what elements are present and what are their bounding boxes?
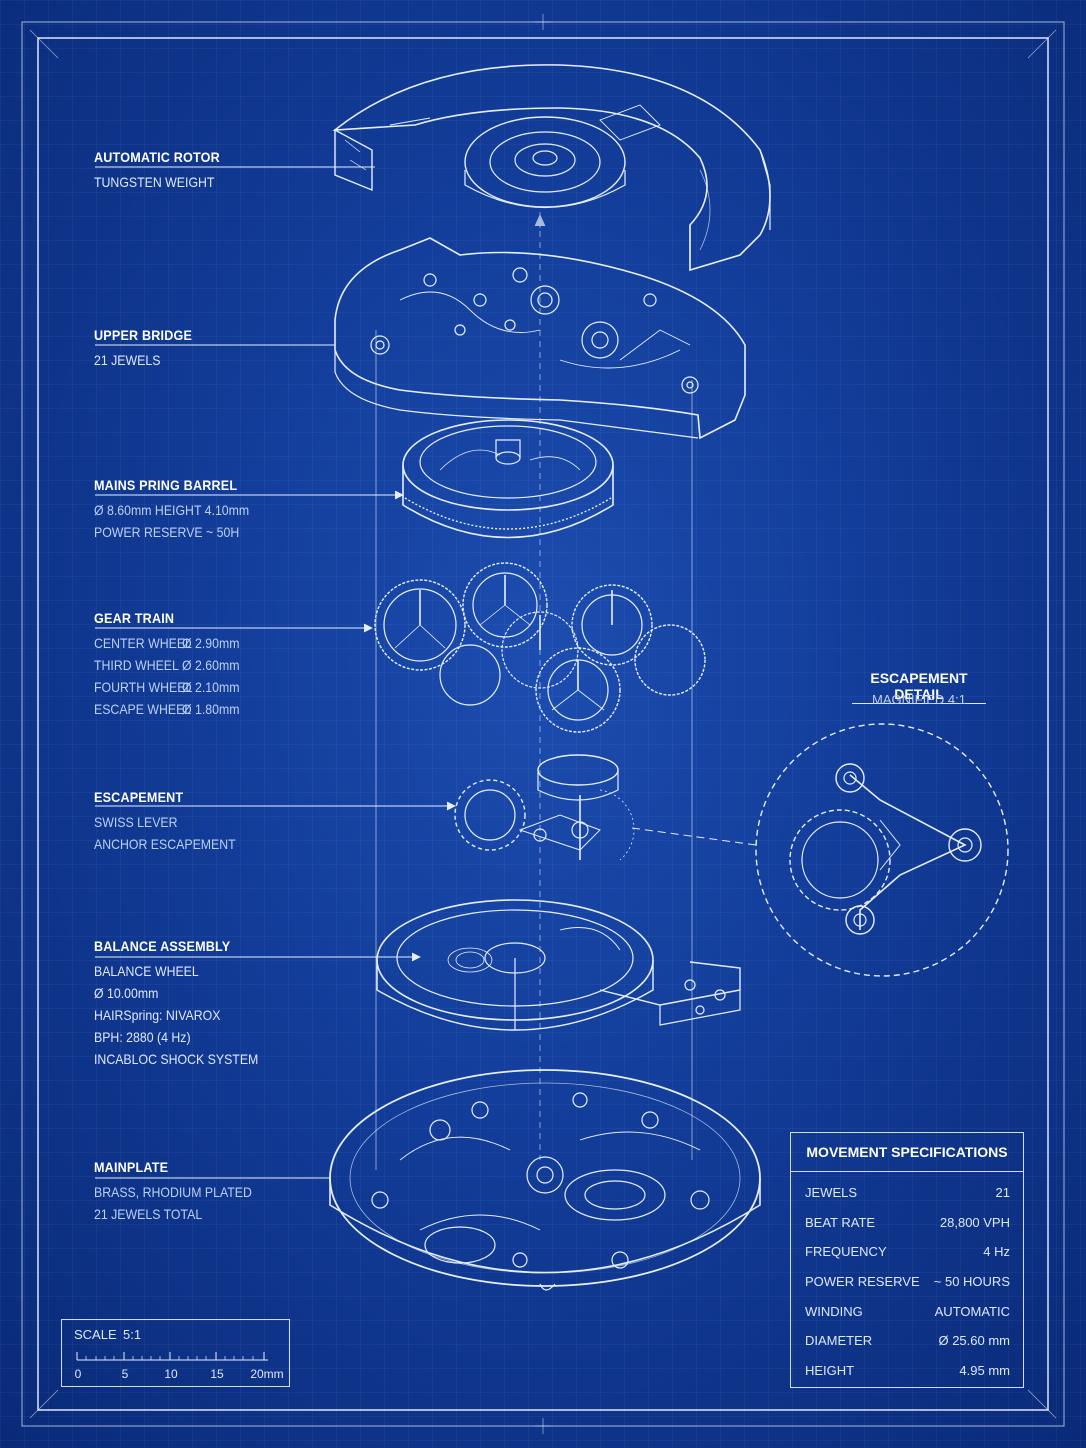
scale-ruler [76, 1352, 268, 1361]
alignment-axes [375, 212, 693, 1170]
barrel-title: MAINS PRING BARREL [94, 477, 238, 493]
spec-label: BEAT RATE [805, 1214, 876, 1230]
spec-label: HEIGHT [805, 1363, 855, 1379]
spec-row-jewels: JEWELS 21 [805, 1178, 1010, 1208]
gear-size: Ø 2.60mm [182, 657, 240, 673]
spec-value: Ø 25.60 mm [938, 1333, 1010, 1349]
spec-row-diameter: DIAMETER Ø 25.60 mm [805, 1326, 1010, 1356]
balance-assembly [376, 899, 741, 1031]
detail-connector [631, 827, 757, 846]
scale-tick-label: 15 [210, 1367, 224, 1381]
scale-tick-label: 5 [121, 1367, 129, 1381]
spec-value: AUTOMATIC [934, 1303, 1010, 1319]
balance-title: BALANCE ASSEMBLY [94, 938, 231, 954]
gear-size: Ø 1.80mm [182, 701, 240, 717]
rotor-line-1: TUNGSTEN WEIGHT [94, 174, 215, 190]
rotor-label: AUTOMATIC ROTOR TUNGSTEN WEIGHT [94, 149, 234, 193]
balance-line-5: INCABLOC SHOCK SYSTEM [94, 1051, 259, 1067]
bridge-label: UPPER BRIDGE 21 JEWELS [94, 327, 203, 371]
mainplate-label: MAINPLATE BRASS, RHODIUM PLATED 21 JEWEL… [94, 1159, 273, 1225]
spec-row-winding: WINDING AUTOMATIC [805, 1297, 1010, 1327]
gear-name: FOURTH WHEEL [94, 679, 193, 695]
inner-border [37, 37, 1049, 1411]
balance-line-3: HAIRSpring: NIVAROX [94, 1007, 221, 1023]
escapement-line-2: ANCHOR ESCAPEMENT [94, 836, 236, 852]
scale-tick-label: 20mm [250, 1367, 284, 1381]
upper-bridge [334, 237, 746, 440]
bridge-title: UPPER BRIDGE [94, 327, 193, 343]
scale-label: SCALE [74, 1327, 117, 1342]
gear-size: Ø 2.90mm [182, 635, 240, 651]
escapement-title: ESCAPEMENT [94, 789, 184, 805]
balance-line-1: BALANCE WHEEL [94, 963, 199, 979]
mainspring-barrel [402, 419, 614, 539]
rotor-title: AUTOMATIC ROTOR [94, 149, 220, 165]
escapement [454, 754, 635, 861]
balance-line-4: BPH: 2880 (4 Hz) [94, 1029, 191, 1045]
balance-line-2: Ø 10.00mm [94, 985, 159, 1001]
movement-specifications-table: MOVEMENT SPECIFICATIONS JEWELS 21 BEAT RA… [790, 1132, 1024, 1388]
spec-value: ~ 50 HOURS [933, 1274, 1010, 1290]
gear-name: THIRD WHEEL [94, 657, 179, 673]
barrel-line-2: POWER RESERVE ~ 50H [94, 524, 240, 540]
automatic-rotor [332, 64, 771, 272]
spec-value: 28,800 VPH [939, 1214, 1010, 1230]
gear-train [374, 562, 706, 733]
spec-row-power-reserve: POWER RESERVE ~ 50 HOURS [805, 1267, 1010, 1297]
bridge-line-1: 21 JEWELS [94, 352, 161, 368]
scale-tick-label: 0 [74, 1367, 82, 1381]
spec-value: 4 Hz [983, 1244, 1010, 1260]
gear-name: ESCAPE WHEEL [94, 701, 192, 717]
escapement-line-1: SWISS LEVER [94, 814, 178, 830]
specs-title: MOVEMENT SPECIFICATIONS [791, 1133, 1023, 1172]
scale-tick-label: 10 [164, 1367, 178, 1381]
escapement-detail-title: ESCAPEMENT DETAIL [852, 670, 986, 704]
spec-label: DIAMETER [805, 1333, 873, 1349]
gear-train-title: GEAR TRAIN [94, 610, 175, 626]
mainplate-title: MAINPLATE [94, 1159, 169, 1175]
gear-name: CENTER WHEEL [94, 635, 192, 651]
spec-label: POWER RESERVE [805, 1274, 920, 1290]
scale-ratio: 5:1 [123, 1327, 142, 1342]
scale-box: SCALE 5:1 0 5 10 15 20mm [61, 1319, 290, 1387]
corner-marks [29, 14, 1057, 1434]
spec-row-height: HEIGHT 4.95 mm [805, 1356, 1010, 1386]
spec-row-frequency: FREQUENCY 4 Hz [805, 1237, 1010, 1267]
escapement-detail-subtitle: MAGNIFIED 4:1 [872, 692, 966, 707]
escapement-label: ESCAPEMENT SWISS LEVER ANCHOR ESCAPEMENT [94, 789, 255, 855]
escapement-detail-view [755, 723, 1009, 977]
spec-row-beat-rate: BEAT RATE 28,800 VPH [805, 1208, 1010, 1238]
spec-value: 4.95 mm [959, 1363, 1010, 1379]
mainplate-line-2: 21 JEWELS TOTAL [94, 1206, 203, 1222]
mainplate-line-1: BRASS, RHODIUM PLATED [94, 1184, 252, 1200]
spec-label: JEWELS [805, 1185, 858, 1200]
gear-size: Ø 2.10mm [182, 679, 240, 695]
balance-label: BALANCE ASSEMBLY BALANCE WHEEL Ø 10.00mm… [94, 938, 281, 1070]
spec-label: WINDING [805, 1303, 863, 1319]
barrel-line-1: Ø 8.60mm HEIGHT 4.10mm [94, 502, 250, 518]
barrel-label: MAINS PRING BARREL Ø 8.60mm HEIGHT 4.10m… [94, 477, 270, 543]
mainplate [329, 1069, 761, 1291]
spec-label: FREQUENCY [805, 1244, 887, 1260]
spec-value: 21 [995, 1185, 1010, 1200]
